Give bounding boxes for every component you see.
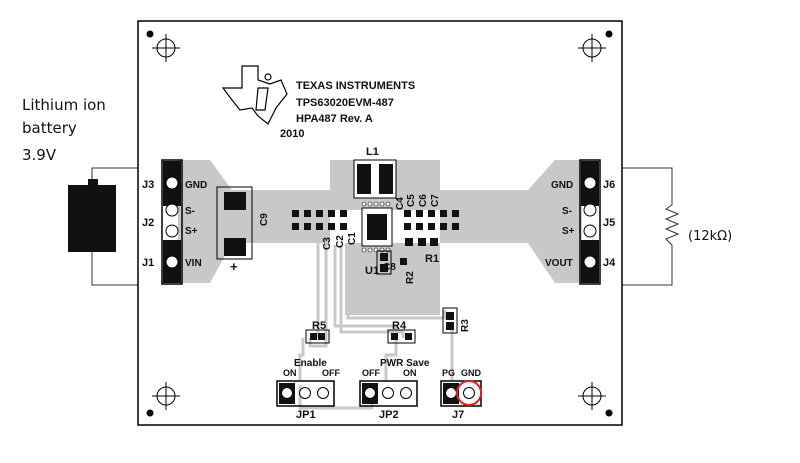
l1-ref: L1 <box>366 146 379 158</box>
smd-pads <box>292 210 459 340</box>
ti-logo <box>221 65 288 125</box>
left-connectors <box>161 159 183 285</box>
c9-plus-sign: + <box>230 259 238 274</box>
mounting-hole-bottom-right <box>578 382 606 410</box>
left-pin-gnd: GND <box>185 180 207 191</box>
load-label: (12kΩ) <box>688 229 732 244</box>
center-copper-bottom <box>345 243 440 315</box>
j7-ref: J7 <box>452 409 464 421</box>
mounting-hole-top-left <box>152 34 180 62</box>
right-pin-s-plus: S+ <box>562 226 575 237</box>
brand-text: TEXAS INSTRUMENTS <box>296 80 415 92</box>
j5-ref: J5 <box>603 217 615 229</box>
pad-outlines <box>305 250 458 344</box>
c6-ref: C6 <box>418 194 429 207</box>
l1-inductor <box>353 159 397 199</box>
c3-ref: C3 <box>322 237 333 250</box>
fiducial-top-right <box>605 30 613 38</box>
j1-pin <box>165 255 179 269</box>
jp1-off-label: OFF <box>322 368 340 378</box>
fiducial-bottom-right <box>605 409 613 417</box>
load-resistor-symbol <box>664 204 680 246</box>
battery-label-line3: 3.9V <box>22 146 57 164</box>
c4-ref: C4 <box>395 197 406 210</box>
c7-ref: C7 <box>430 194 441 207</box>
fiducial-top-left <box>146 30 154 38</box>
r1-ref: R1 <box>425 253 439 265</box>
c5-ref: C5 <box>406 194 417 207</box>
mounting-hole-top-right <box>578 34 606 62</box>
load-wiring <box>603 167 680 286</box>
r3-ref: R3 <box>460 319 471 332</box>
j7-header <box>440 380 482 407</box>
part-text: TPS63020EVM-487 <box>296 97 394 109</box>
jp2-on-label: ON <box>403 368 417 378</box>
j3-ref: J3 <box>142 179 154 191</box>
left-pin-vin: VIN <box>185 258 202 269</box>
c9-capacitor <box>216 186 253 260</box>
j2-ref: J2 <box>142 217 154 229</box>
c2-ref: C2 <box>335 235 346 248</box>
r5-ref: R5 <box>312 320 326 332</box>
right-pin-vout: VOUT <box>545 258 573 269</box>
c9-ref: C9 <box>259 213 270 226</box>
right-pin-s-minus: S- <box>562 206 572 217</box>
j2-pin-minus <box>165 203 179 217</box>
j7-gnd-highlight-circle <box>456 380 482 406</box>
jp1-ref: JP1 <box>296 409 316 421</box>
left-pin-s-minus: S- <box>185 206 195 217</box>
j7-gnd-label: GND <box>461 368 482 378</box>
c1-ref: C1 <box>347 232 358 245</box>
jp2-off-label: OFF <box>362 368 380 378</box>
jp2-header <box>359 380 418 407</box>
jp1-header <box>276 380 335 407</box>
u1-ref: U1 <box>365 265 379 277</box>
right-pin-gnd: GND <box>551 180 573 191</box>
rev-text: HPA487 Rev. A <box>296 113 373 125</box>
r2-ref: R2 <box>405 271 416 284</box>
mounting-hole-bottom-left <box>152 382 180 410</box>
right-connectors <box>579 159 601 285</box>
battery-label-line2: battery <box>22 119 77 137</box>
jp1-title: Enable <box>294 358 327 369</box>
j6-ref: J6 <box>603 179 615 191</box>
mounting-holes <box>152 34 606 410</box>
jp1-on-label: ON <box>283 368 297 378</box>
j5-pin-minus <box>583 203 597 217</box>
j2-pin-plus <box>165 224 179 238</box>
j1-ref: J1 <box>142 257 154 269</box>
signal-traces <box>232 208 528 410</box>
r4-ref: R4 <box>392 320 407 332</box>
fiducial-bottom-left <box>146 409 154 417</box>
c8-ref: C8 <box>383 262 396 273</box>
jp2-title: PWR Save <box>380 358 430 369</box>
j5-pin-plus <box>583 224 597 238</box>
j4-ref: J4 <box>603 257 616 269</box>
battery-minus-sign: - <box>90 178 94 189</box>
jp2-ref: JP2 <box>379 409 399 421</box>
battery-terminal <box>88 179 98 185</box>
j4-pin <box>583 255 597 269</box>
j3-pin <box>165 176 179 190</box>
battery-body <box>68 185 116 252</box>
j6-pin <box>583 176 597 190</box>
j7-pg-label: PG <box>442 368 455 378</box>
left-pin-s-plus: S+ <box>185 226 198 237</box>
year-text: 2010 <box>280 128 304 140</box>
u1-ic <box>361 201 393 253</box>
battery-label-line1: Lithium ion <box>22 96 106 114</box>
